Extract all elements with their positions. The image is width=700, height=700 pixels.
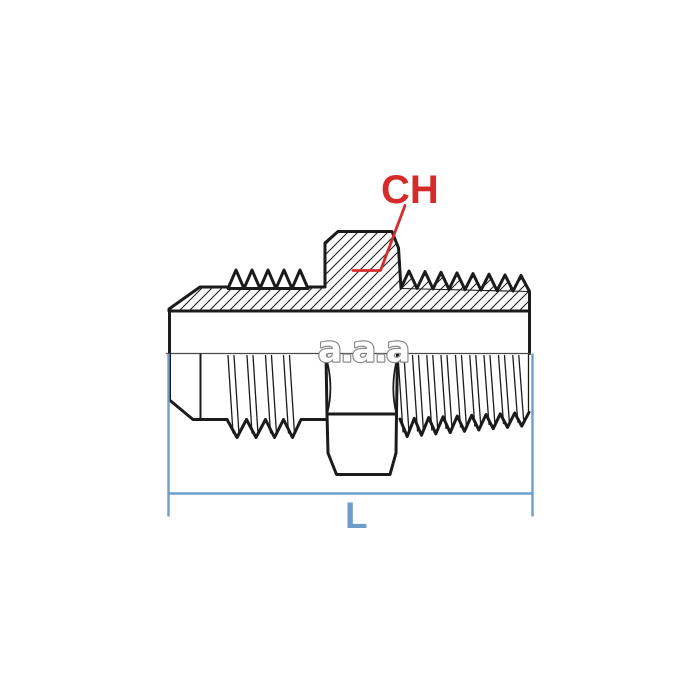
hex-dimension-callout: CH (351, 168, 439, 272)
exterior-bottom-half (168, 309, 531, 476)
section-top-half (167, 230, 531, 355)
hex-bottom-chamfers (326, 451, 398, 476)
ch-leader-line (351, 204, 407, 272)
jic-thread-crests-top (226, 268, 310, 290)
sectioned-body-outline (167, 230, 531, 313)
watermark-text: a.a.a (318, 330, 408, 371)
jic-thread-flanks (227, 354, 296, 435)
hex-lower-half (324, 352, 399, 476)
length-dimension-label: L (345, 495, 368, 536)
hex-left-corner-arc (325, 356, 332, 413)
hex-dimension-label: CH (381, 168, 439, 212)
bspt-thread-flanks (397, 354, 525, 434)
hex-right-corner-arc (392, 356, 399, 413)
bspt-thread-crests-bottom (398, 410, 531, 438)
length-dimension: L (167, 353, 534, 536)
jic-nose-profile (168, 309, 229, 421)
bspt-thread-root-line (400, 287, 530, 293)
